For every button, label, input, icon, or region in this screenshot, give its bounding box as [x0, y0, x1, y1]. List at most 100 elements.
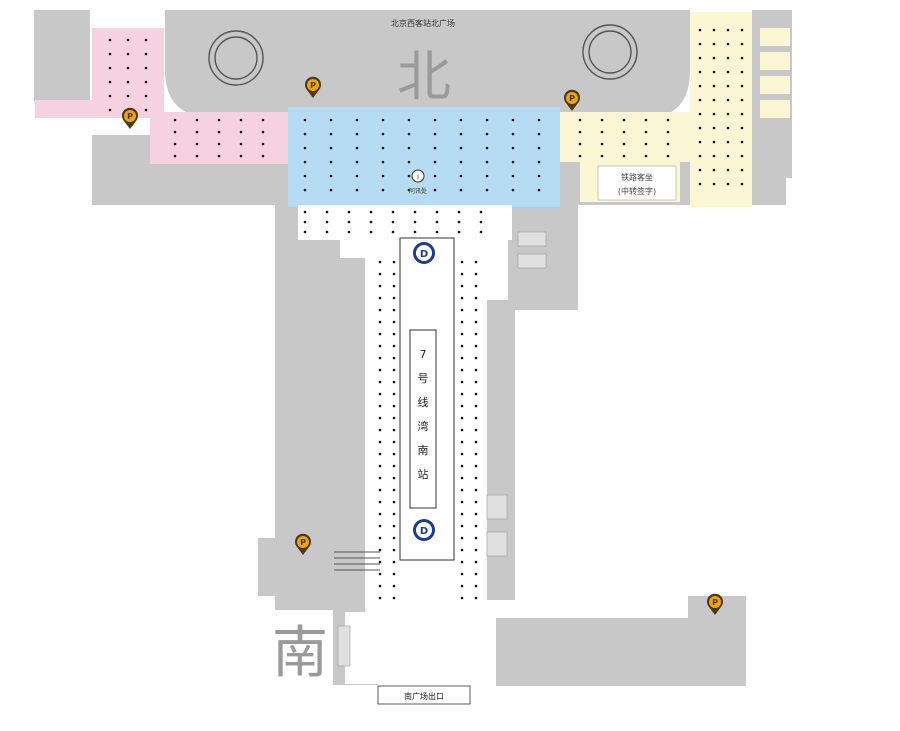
pillar-dot [195, 118, 199, 122]
pillar-dot [355, 132, 359, 136]
pillar-dot [644, 142, 648, 146]
pillar-dot [329, 132, 333, 136]
pillar-dot [460, 440, 464, 444]
pillar-dot [698, 112, 702, 116]
pillar-dot [459, 118, 463, 122]
pillar-dot [698, 168, 702, 172]
pillar-dot [329, 160, 333, 164]
pillar-dot [407, 160, 411, 164]
pillar-dot [392, 260, 396, 264]
pillar-dot [303, 160, 307, 164]
small-signs [337, 231, 547, 667]
pillar-dot [666, 142, 670, 146]
pillar-dot [261, 154, 265, 158]
pillar-dot [378, 500, 382, 504]
metro-logo-north[interactable]: D [413, 242, 435, 264]
pillar-dot [698, 28, 702, 32]
pillar-dot [712, 112, 716, 116]
pillar-dot [460, 560, 464, 564]
pillar-dot [460, 524, 464, 528]
pillar-dot [666, 154, 670, 158]
pillar-dot [378, 440, 382, 444]
pillar-dot [622, 154, 626, 158]
parking-marker-icon[interactable]: P [122, 107, 138, 129]
station-name-char: 南 [418, 444, 429, 457]
pillar-dot [474, 500, 478, 504]
svg-text:P: P [300, 538, 306, 547]
pillar-dot [126, 94, 130, 98]
pillar-dot [474, 536, 478, 540]
pillar-dot [381, 118, 385, 122]
pillar-dot [355, 118, 359, 122]
pillar-dot [378, 332, 382, 336]
pillar-dot [474, 476, 478, 480]
pillar-dot [392, 368, 396, 372]
pillar-dot [261, 118, 265, 122]
pillar-dot [460, 296, 464, 300]
svg-text:D: D [420, 526, 428, 537]
pillar-dot [126, 80, 130, 84]
pillar-dot [460, 404, 464, 408]
pillar-dot [392, 500, 396, 504]
parking-marker-icon[interactable]: P [295, 533, 311, 555]
pillar-dot [378, 344, 382, 348]
pillar-dot [391, 230, 395, 234]
pillar-dot [485, 188, 489, 192]
pillar-dot [355, 188, 359, 192]
pillar-dot [378, 560, 382, 564]
pillar-dot [433, 132, 437, 136]
pillar-dot [698, 98, 702, 102]
pillar-dot [108, 66, 112, 70]
south-exit-label[interactable]: 南广场出口 [404, 691, 444, 701]
svg-text:P: P [712, 598, 718, 607]
pillar-dot [378, 416, 382, 420]
parking-marker-icon[interactable]: P [707, 593, 723, 615]
parking-marker-icon[interactable]: P [305, 76, 321, 98]
pillar-dot [303, 146, 307, 150]
pillar-dot [435, 230, 439, 234]
pillar-dot [378, 512, 382, 516]
pillar-dot [479, 210, 483, 214]
pillar-dot [355, 146, 359, 150]
pillar-dot [239, 154, 243, 158]
pillar-dot [392, 596, 396, 600]
pillar-dot [537, 188, 541, 192]
pillar-dot [474, 488, 478, 492]
pillar-dot [460, 428, 464, 432]
pink-zone [35, 28, 290, 164]
pillar-dot [144, 94, 148, 98]
pillar-dot [726, 42, 730, 46]
gray-area-se [496, 618, 698, 686]
pillar-dot [644, 130, 648, 134]
parking-marker-icon[interactable]: P [564, 89, 580, 111]
railway-hall-label-2: (中转签字) [618, 186, 656, 196]
pillar-dot [144, 38, 148, 42]
pillar-dot [392, 320, 396, 324]
pillar-dot [485, 160, 489, 164]
pillar-dot [474, 308, 478, 312]
pillar-dot [485, 174, 489, 178]
pillar-dot [479, 230, 483, 234]
pillar-dot [407, 118, 411, 122]
pillar-dot [347, 220, 351, 224]
pillar-dot [392, 464, 396, 468]
pillar-dot [740, 126, 744, 130]
pillar-dot [195, 142, 199, 146]
pillar-dot [740, 42, 744, 46]
metro-logo-south[interactable]: D [413, 519, 435, 541]
pillar-dot [303, 174, 307, 178]
info-point-icon[interactable] [411, 169, 425, 183]
pillar-dot [474, 344, 478, 348]
pillar-dot [144, 52, 148, 56]
pillar-dot [726, 70, 730, 74]
pillar-dot [392, 380, 396, 384]
pillar-dot [381, 132, 385, 136]
pillar-dot [433, 160, 437, 164]
pillar-dot [474, 560, 478, 564]
pillar-dot [355, 174, 359, 178]
pillar-dot [460, 596, 464, 600]
pillar-dot [740, 112, 744, 116]
pillar-dot [325, 220, 329, 224]
pillar-dot [303, 220, 307, 224]
pillar-dot [460, 572, 464, 576]
